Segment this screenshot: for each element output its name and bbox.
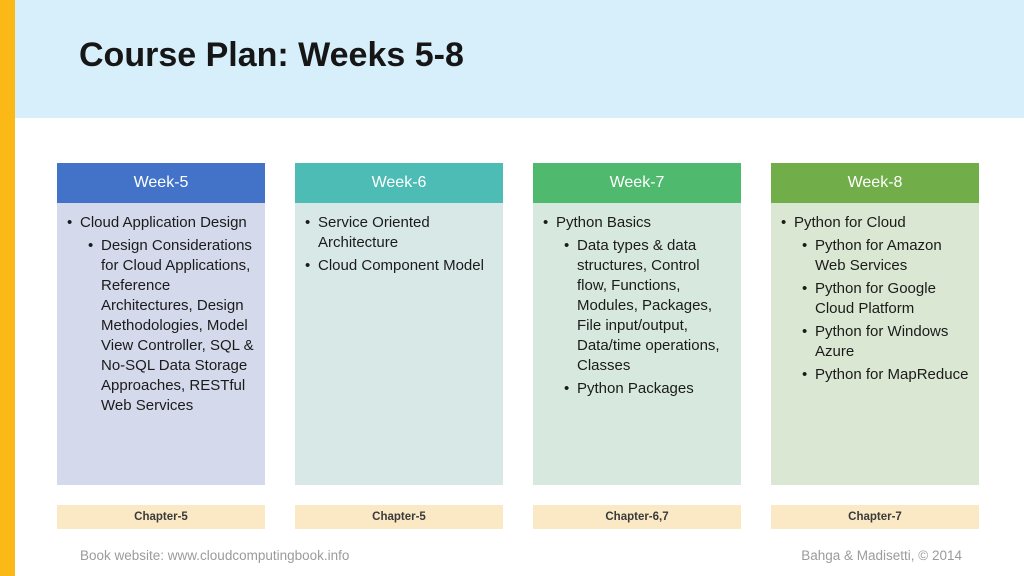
chapter-label-week-5: Chapter-5 (57, 505, 265, 529)
week-header-week-7: Week-7 (533, 163, 741, 203)
page-title: Course Plan: Weeks 5-8 (79, 36, 464, 74)
footer-copyright: Bahga & Madisetti, © 2014 (801, 548, 962, 563)
week-column-week-8: Week-8 Python for CloudPython for Amazon… (771, 163, 979, 485)
bullet-item: Service Oriented Architecture (305, 213, 495, 253)
chapter-label-week-7: Chapter-6,7 (533, 505, 741, 529)
week-column-week-7: Week-7 Python BasicsData types & data st… (533, 163, 741, 485)
week-header-week-5: Week-5 (57, 163, 265, 203)
chapter-row: Chapter-5 Chapter-5 Chapter-6,7 Chapter-7 (57, 505, 979, 529)
week-body: Python BasicsData types & data structure… (533, 203, 741, 485)
week-column-week-5: Week-5 Cloud Application DesignDesign Co… (57, 163, 265, 485)
chapter-label-week-8: Chapter-7 (771, 505, 979, 529)
bullet-item: Python for Windows Azure (802, 322, 971, 362)
footer-book-website: Book website: www.cloudcomputingbook.inf… (80, 548, 350, 563)
bullet-item: Design Considerations for Cloud Applicat… (88, 236, 257, 416)
week-body: Cloud Application DesignDesign Considera… (57, 203, 265, 485)
week-header-week-6: Week-6 (295, 163, 503, 203)
bullet-item: Python for Google Cloud Platform (802, 279, 971, 319)
bullet-item: Python for MapReduce (802, 365, 971, 385)
bullet-item: Python Basics (543, 213, 733, 233)
bullet-item: Cloud Application Design (67, 213, 257, 233)
week-header-week-8: Week-8 (771, 163, 979, 203)
accent-stripe (0, 0, 15, 576)
bullet-item: Python for Amazon Web Services (802, 236, 971, 276)
chapter-label-week-6: Chapter-5 (295, 505, 503, 529)
footer: Book website: www.cloudcomputingbook.inf… (80, 548, 962, 563)
bullet-item: Data types & data structures, Control fl… (564, 236, 733, 376)
bullet-item: Cloud Component Model (305, 256, 495, 276)
title-band: Course Plan: Weeks 5-8 (15, 0, 1024, 118)
bullet-item: Python Packages (564, 379, 733, 399)
bullet-item: Python for Cloud (781, 213, 971, 233)
week-column-week-6: Week-6 Service Oriented ArchitectureClou… (295, 163, 503, 485)
week-body: Service Oriented ArchitectureCloud Compo… (295, 203, 503, 485)
week-body: Python for CloudPython for Amazon Web Se… (771, 203, 979, 485)
week-columns: Week-5 Cloud Application DesignDesign Co… (57, 163, 979, 485)
